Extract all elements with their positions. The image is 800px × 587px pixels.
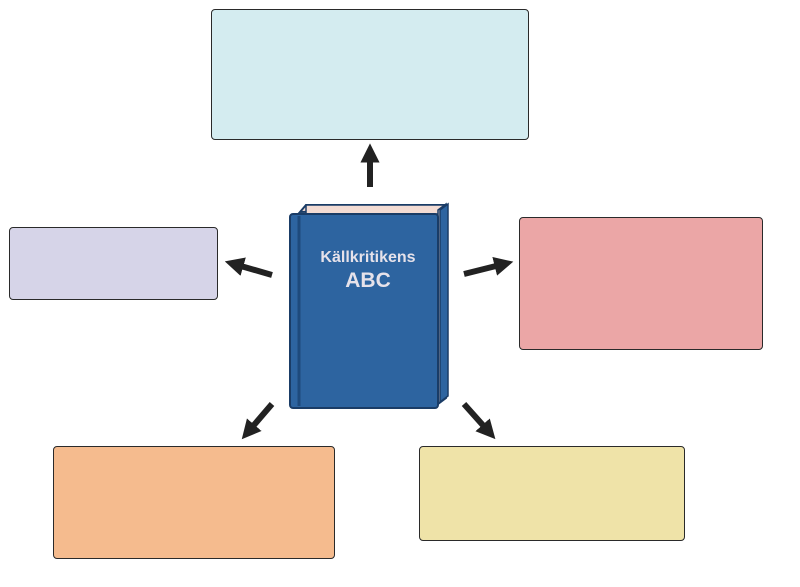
box-bottom-right [419, 446, 685, 541]
arrow-down-right-icon [461, 402, 496, 440]
box-left [9, 227, 218, 300]
book-title-line2: ABC [345, 269, 391, 292]
arrow-right-icon [463, 257, 514, 277]
arrow-left-icon [224, 257, 273, 278]
arrow-down-left-icon [241, 402, 275, 440]
book-title-line1: Källkritikens [320, 249, 415, 266]
box-right [519, 217, 763, 350]
box-top [211, 9, 529, 140]
book-cover [289, 213, 439, 409]
box-bottom-left [53, 446, 335, 559]
